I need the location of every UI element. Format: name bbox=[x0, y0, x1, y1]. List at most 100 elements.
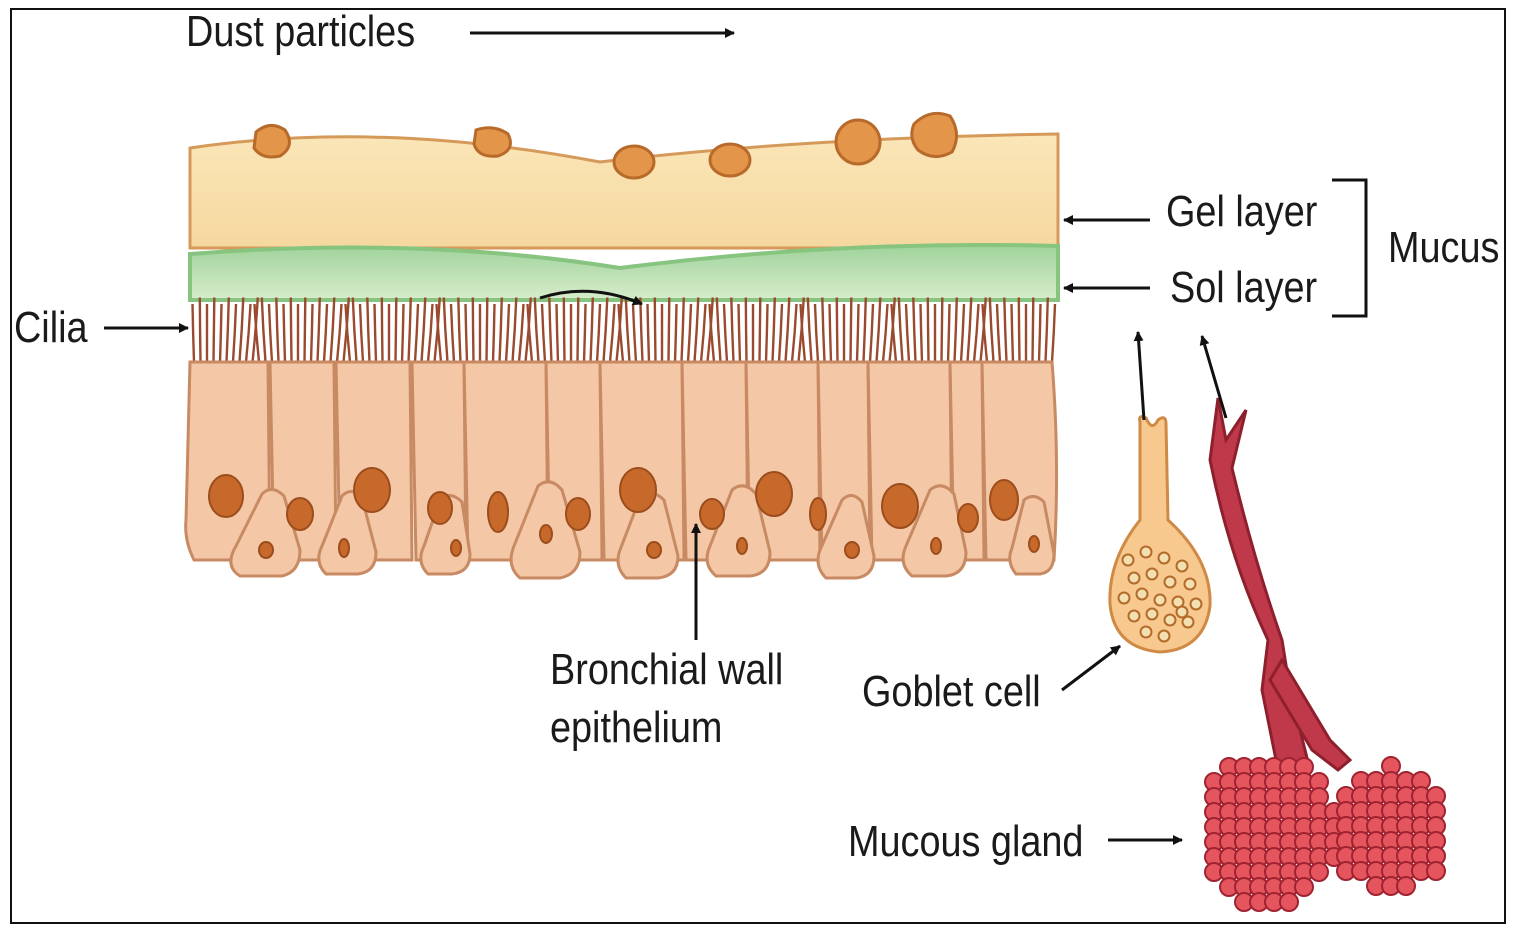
granule bbox=[1119, 593, 1130, 604]
dust-particle bbox=[614, 146, 654, 178]
cilium bbox=[382, 298, 383, 363]
cilium bbox=[353, 298, 357, 363]
mucus-bracket bbox=[1332, 180, 1366, 316]
cilium bbox=[626, 298, 630, 363]
cilium bbox=[739, 304, 741, 362]
nucleus bbox=[931, 538, 941, 554]
nucleus bbox=[737, 538, 747, 554]
cilium bbox=[487, 298, 488, 363]
bronchial-wall-label-line1: Bronchial wall bbox=[550, 644, 783, 693]
cilium bbox=[837, 298, 838, 363]
nucleus bbox=[209, 475, 243, 517]
cilium bbox=[808, 298, 812, 363]
bronchial-wall-label-line2: epithelium bbox=[550, 702, 722, 751]
cilium bbox=[682, 298, 684, 363]
cilium bbox=[1046, 298, 1048, 363]
nucleus bbox=[428, 492, 452, 524]
cilium bbox=[291, 298, 292, 363]
cilium bbox=[451, 304, 454, 362]
cilium bbox=[883, 304, 888, 362]
cilium bbox=[324, 304, 327, 362]
cilium bbox=[906, 304, 909, 362]
dust-particle bbox=[836, 120, 880, 164]
cilium bbox=[227, 298, 229, 363]
cilium bbox=[402, 304, 404, 362]
cilium bbox=[311, 304, 313, 362]
cilium bbox=[701, 304, 706, 362]
cilium bbox=[549, 298, 551, 363]
cilium bbox=[269, 304, 272, 362]
granule bbox=[1185, 579, 1196, 590]
granule bbox=[1147, 569, 1158, 580]
cilium bbox=[535, 298, 539, 363]
gland-up-arrow bbox=[1202, 336, 1226, 418]
dust-particle bbox=[912, 113, 957, 156]
cilium bbox=[948, 304, 950, 362]
goblet-cell-label: Goblet cell bbox=[862, 666, 1041, 715]
cilium bbox=[1019, 298, 1020, 363]
cilium bbox=[766, 304, 768, 362]
granule bbox=[1137, 589, 1148, 600]
cilium bbox=[360, 304, 363, 362]
cilium bbox=[786, 298, 790, 363]
granule bbox=[1177, 607, 1188, 618]
cilium bbox=[276, 298, 278, 363]
granule bbox=[1183, 617, 1194, 628]
granule bbox=[1165, 577, 1176, 588]
acinus bbox=[1295, 878, 1313, 896]
granule bbox=[1123, 555, 1134, 566]
cilium bbox=[367, 298, 369, 363]
cilium bbox=[220, 304, 222, 362]
goblet-label-arrow bbox=[1062, 646, 1120, 690]
cilium bbox=[961, 304, 964, 362]
cilium bbox=[870, 304, 873, 362]
granule bbox=[1129, 611, 1140, 622]
cilium bbox=[717, 298, 721, 363]
dust-particle bbox=[474, 128, 510, 157]
cilium bbox=[246, 304, 251, 362]
cilium bbox=[921, 304, 923, 362]
cilium bbox=[648, 304, 650, 362]
cilium bbox=[760, 298, 761, 363]
cilium bbox=[415, 304, 418, 362]
granule bbox=[1141, 547, 1152, 558]
cilium bbox=[493, 304, 495, 362]
sol-layer bbox=[190, 245, 1058, 300]
cilium bbox=[318, 298, 320, 363]
cilium bbox=[997, 304, 1000, 362]
cilium bbox=[506, 304, 509, 362]
mucus-label: Mucus bbox=[1388, 222, 1499, 271]
cilium bbox=[857, 304, 859, 362]
acinus bbox=[1427, 862, 1445, 880]
cilium bbox=[942, 298, 943, 363]
dust-particle bbox=[710, 144, 750, 176]
acinus bbox=[1310, 863, 1328, 881]
nucleus bbox=[566, 498, 590, 530]
cilium bbox=[458, 298, 460, 363]
cilium bbox=[955, 298, 957, 363]
cilium bbox=[822, 298, 824, 363]
nucleus bbox=[882, 484, 918, 528]
cilium bbox=[597, 304, 600, 362]
cilium bbox=[815, 304, 818, 362]
cilium bbox=[1052, 304, 1055, 362]
cilium bbox=[675, 304, 677, 362]
cilium bbox=[773, 298, 775, 363]
granule bbox=[1177, 561, 1188, 572]
cilium bbox=[337, 304, 342, 362]
cilium bbox=[877, 298, 881, 363]
nucleus bbox=[354, 468, 390, 512]
cilium bbox=[610, 304, 615, 362]
cilium bbox=[633, 304, 636, 362]
cilium bbox=[792, 304, 797, 362]
granule bbox=[1147, 609, 1158, 620]
cilium bbox=[655, 298, 656, 363]
cilium bbox=[864, 298, 866, 363]
cilium bbox=[604, 298, 608, 363]
cilium bbox=[830, 304, 832, 362]
cilium bbox=[557, 304, 559, 362]
goblet-up-arrow bbox=[1138, 332, 1144, 420]
cilium bbox=[899, 298, 903, 363]
cilium bbox=[240, 298, 244, 363]
cilium bbox=[990, 298, 994, 363]
